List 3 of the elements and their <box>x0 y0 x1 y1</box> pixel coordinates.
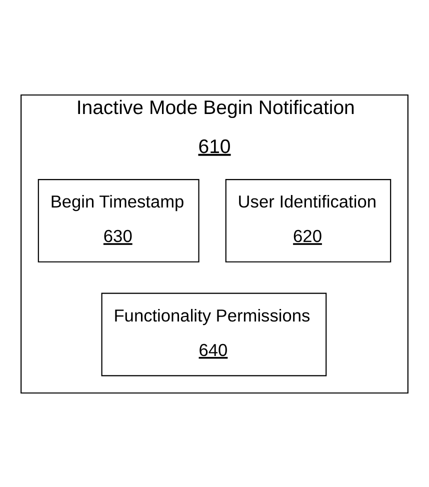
node-box: User Identification 620 <box>225 178 392 262</box>
node-box: Begin Timestamp 630 <box>38 178 200 262</box>
node-box: Functionality Permissions 640 <box>101 292 327 376</box>
